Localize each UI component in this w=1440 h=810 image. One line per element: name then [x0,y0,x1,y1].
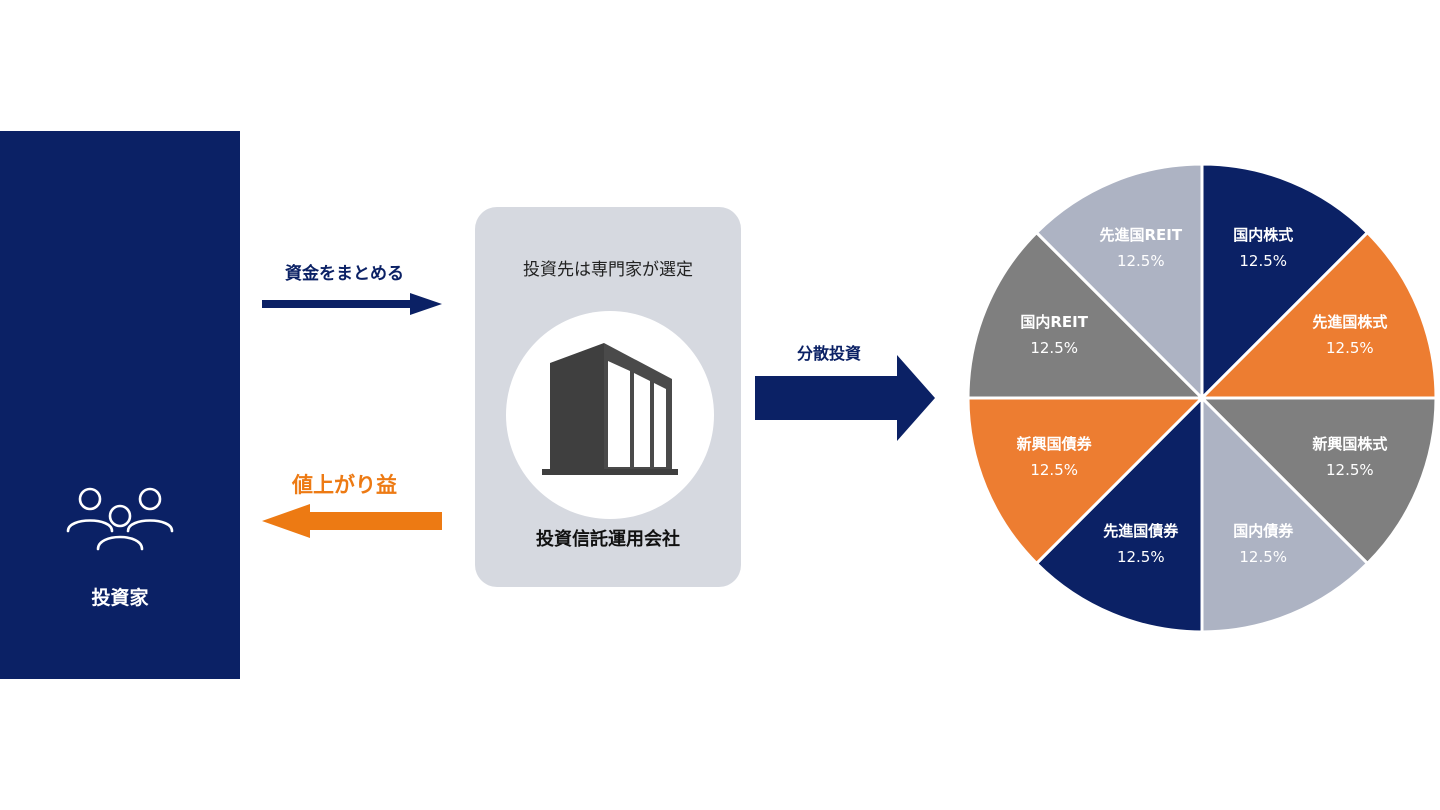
diversify-arrow [755,355,935,441]
slice-value-label: 12.5% [1239,548,1287,566]
return-arrow [262,504,442,538]
allocation-pie-chart: 国内株式 12.5% 先進国株式 12.5% 新興国株式 12.5% 国内債券 12.5% 先進… [967,163,1437,633]
diversified-investment-label: 分散投資 [797,344,862,363]
pie-slice [1198,396,1437,566]
fund-company-card: 投資先は専門家が選定 投資信託運用会社 [475,207,741,587]
slice-value-label: 12.5% [1030,461,1078,479]
pie-slice [1034,163,1204,402]
slice-value-label: 12.5% [1030,339,1078,357]
pool-funds-label: 資金をまとめる [285,264,404,284]
slice-value-label: 12.5% [1117,252,1165,270]
investor-label: 投資家 [91,587,149,609]
building-circle [506,311,714,519]
slice-category-label: 国内株式 [1233,226,1293,244]
slice-category-label: 新興国債券 [1017,435,1093,453]
pie-slice [1198,230,1437,400]
slice-category-label: 先進国株式 [1312,313,1387,331]
people-group-icon [66,487,174,551]
slice-value-label: 12.5% [1326,461,1374,479]
slice-category-label: 国内債券 [1233,522,1294,540]
capital-gain-label: 値上がり益 [292,473,397,497]
pool-arrow [262,293,442,315]
slice-value-label: 12.5% [1117,548,1165,566]
office-building-icon [542,343,678,475]
pie-slice [967,230,1206,400]
pie-slice [1034,394,1204,633]
slice-category-label: 先進国債券 [1103,522,1179,540]
expert-selection-heading: 投資先は専門家が選定 [523,260,693,280]
slice-value-label: 12.5% [1326,339,1374,357]
slice-category-label: 国内REIT [1020,313,1088,331]
pie-slice [1200,163,1370,402]
slice-category-label: 先進国REIT [1099,226,1182,244]
slice-value-label: 12.5% [1239,252,1287,270]
fund-company-label: 投資信託運用会社 [536,529,680,550]
slice-category-label: 新興国株式 [1312,435,1387,453]
investor-panel: 投資家 [0,131,240,679]
pie-slice [967,396,1206,566]
pie-slice [1200,394,1370,633]
